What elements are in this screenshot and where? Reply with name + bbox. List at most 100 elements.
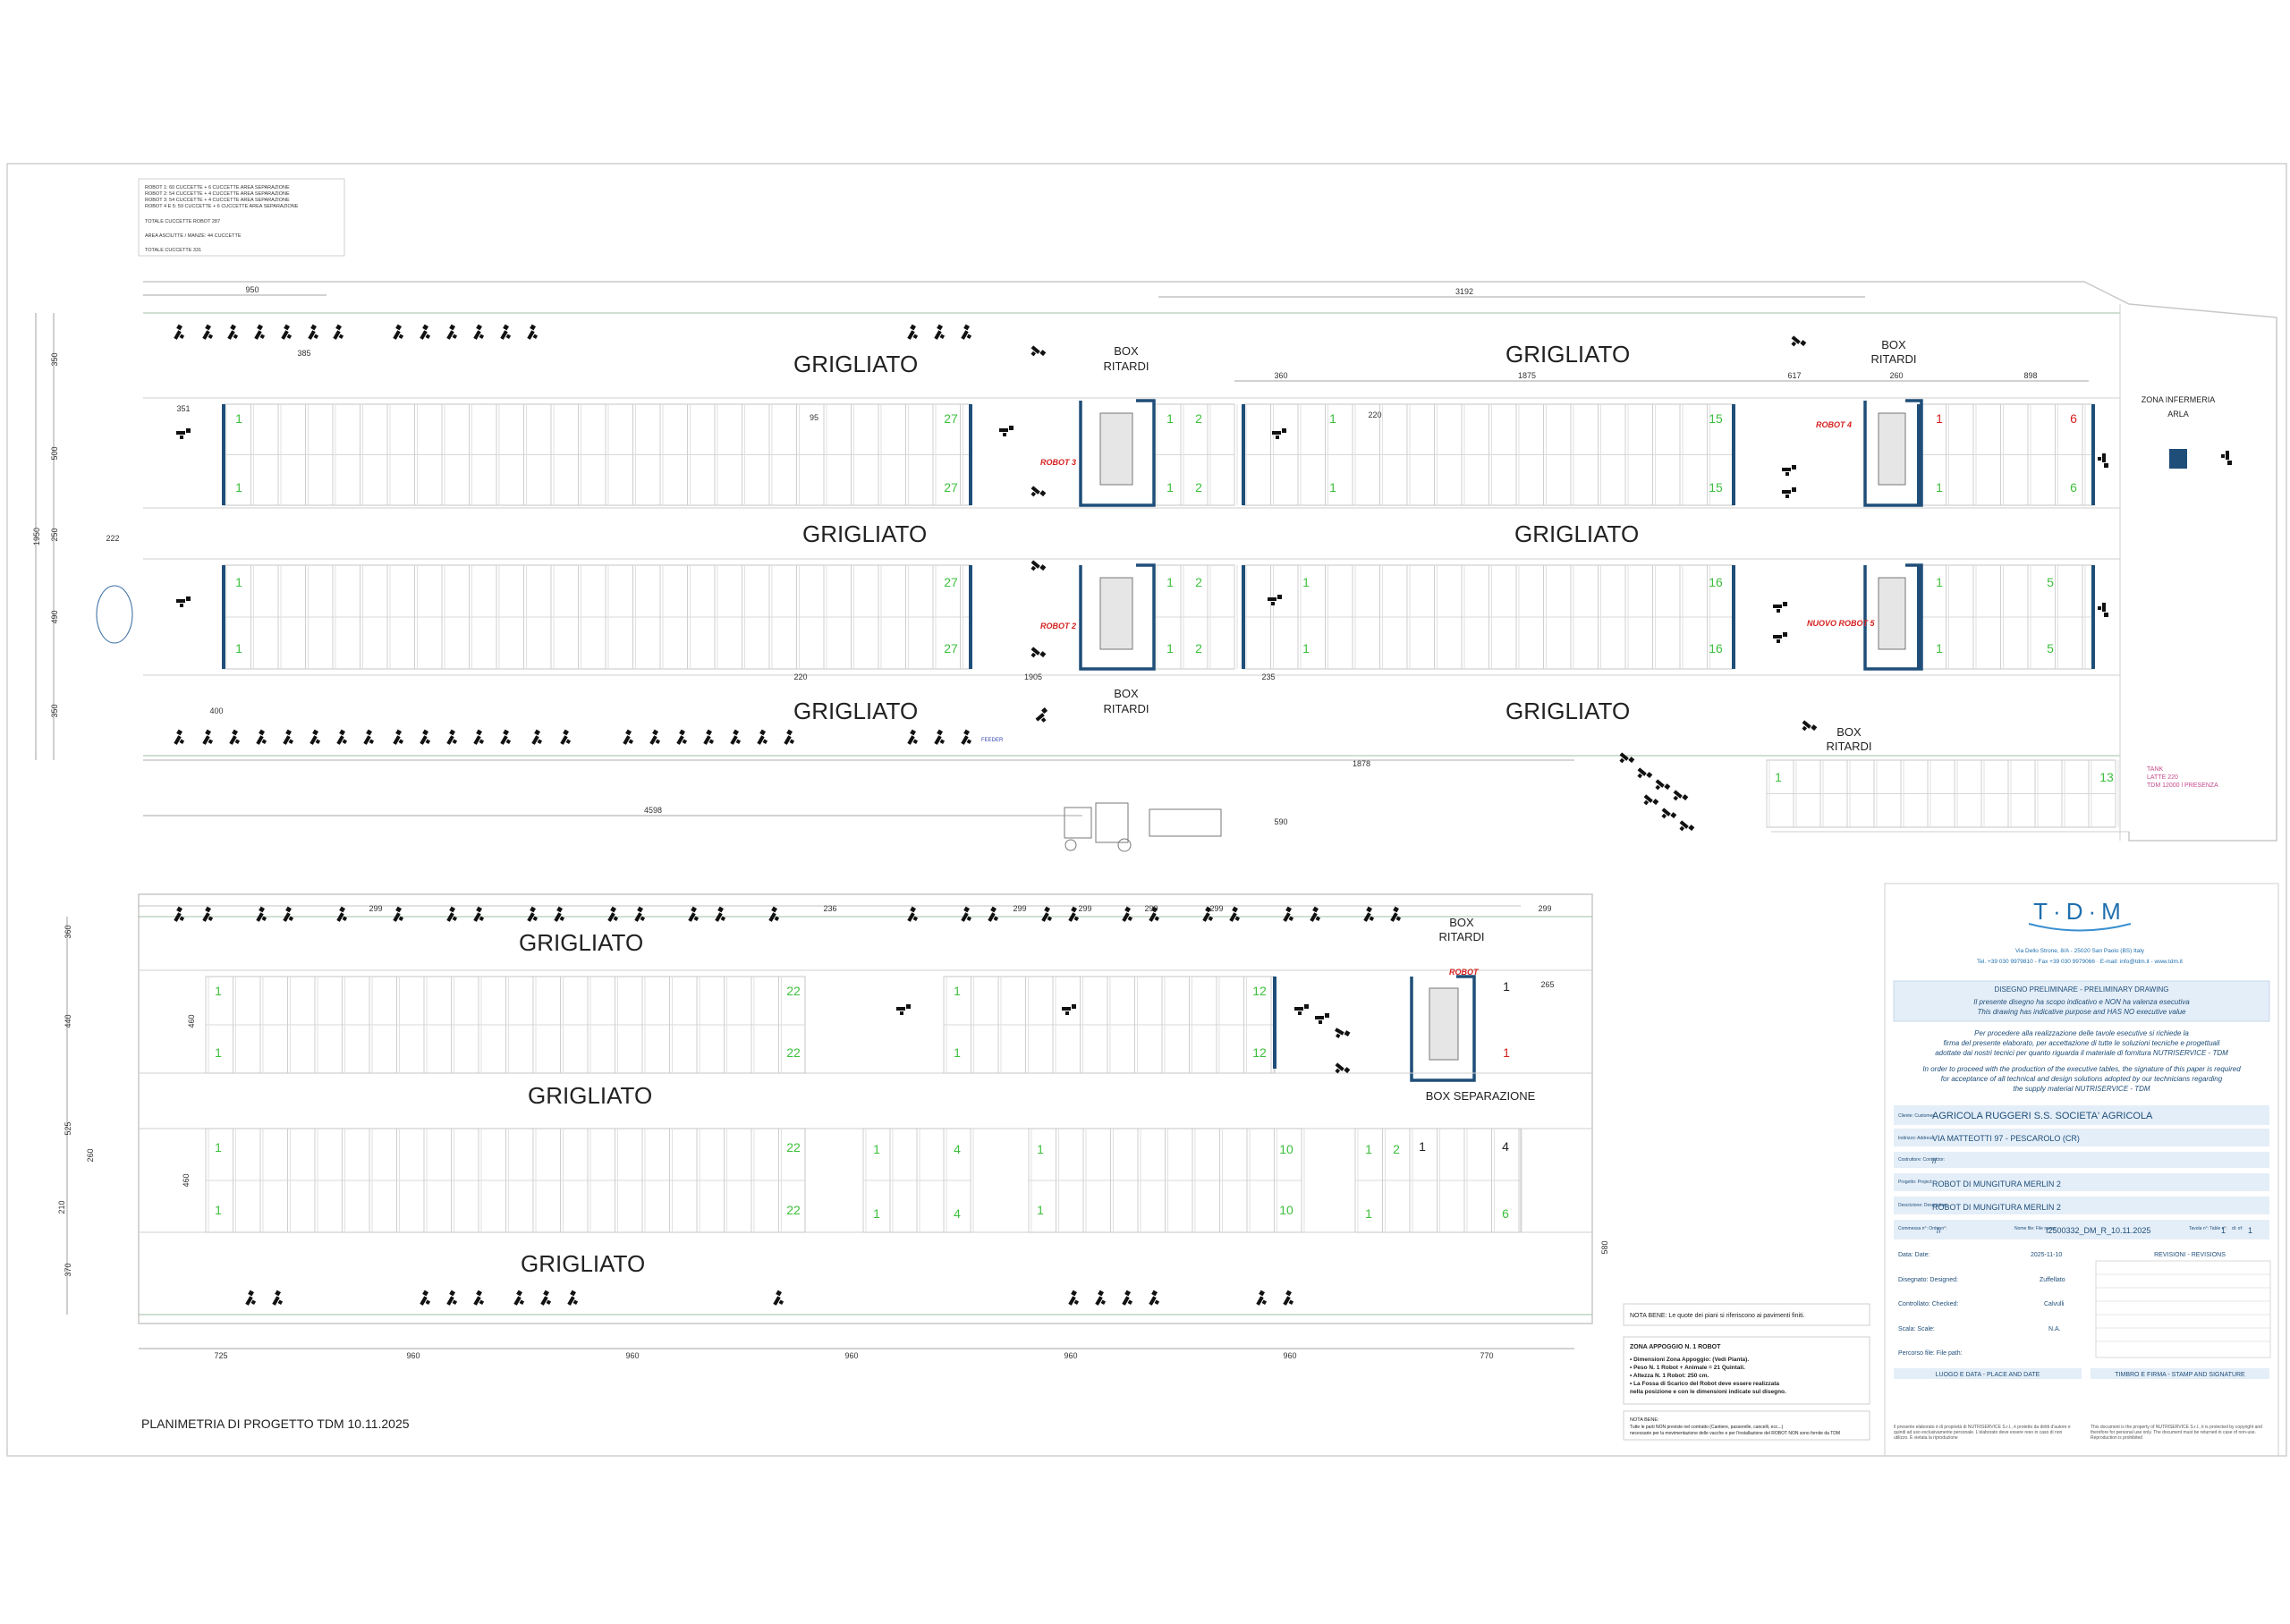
tank-outline xyxy=(96,585,133,644)
grigliato-labels: GRIGLIATO GRIGLIATO GRIGLIATO GRIGLIATO … xyxy=(519,341,1639,1277)
tdm-logo: T·D·M xyxy=(2033,898,2126,925)
count: 1 xyxy=(235,480,242,495)
cow-icon xyxy=(1030,560,1047,571)
note-line: ROBOT 1: 60 CUCCETTE + 6 CUCCETTE AREA S… xyxy=(145,185,290,190)
dim: 950 xyxy=(245,285,259,294)
count: 1 xyxy=(215,1203,222,1217)
scala: N.A. xyxy=(2048,1326,2061,1332)
count: 27 xyxy=(944,641,958,656)
count: 22 xyxy=(786,1203,801,1217)
commessa: // xyxy=(1937,1226,1942,1235)
dim: 400 xyxy=(209,706,223,715)
note-line: ROBOT 2: 54 CUCCETTE + 4 CUCCETTE AREA S… xyxy=(145,191,290,197)
dim: 299 xyxy=(369,904,382,913)
exec-en: the supply material NUTRISERVICE - TDM xyxy=(2013,1085,2150,1093)
field-label: Descrizione: Description: xyxy=(1898,1203,1947,1208)
arla-label: ARLA xyxy=(2167,410,2189,419)
dim: 3192 xyxy=(1455,287,1473,296)
count: 4 xyxy=(954,1142,961,1156)
dim: 235 xyxy=(1261,672,1275,681)
count: 1 xyxy=(873,1206,880,1221)
cow-icon xyxy=(554,906,565,922)
sheet-border xyxy=(6,163,2287,1457)
stall-row xyxy=(1766,759,2119,828)
cow-icon xyxy=(1256,1290,1268,1306)
cow-icon xyxy=(333,324,344,340)
box-ritardi-label: RITARDI xyxy=(1870,352,1916,366)
grigliato-label: GRIGLIATO xyxy=(519,929,643,956)
cow-icon xyxy=(283,906,294,922)
count: 1 xyxy=(1503,979,1510,994)
field-label: Indirizzo: Address: xyxy=(1898,1136,1935,1141)
cow-icon xyxy=(176,596,191,607)
cow-icon xyxy=(1035,707,1048,723)
cow-icon xyxy=(1062,1004,1076,1015)
count: 1 xyxy=(1166,480,1174,495)
count: 2 xyxy=(1195,411,1202,426)
robot-units xyxy=(1099,412,1906,1061)
count: 22 xyxy=(786,1140,801,1155)
di: 1 xyxy=(2248,1226,2252,1235)
cow-icon xyxy=(688,906,700,922)
grigliato-label: GRIGLIATO xyxy=(793,698,918,724)
cow-icon xyxy=(1122,1290,1133,1306)
file-name: I2500332_DM_R_10.11.2025 xyxy=(2046,1226,2150,1235)
robot-label: NUOVO ROBOT 5 xyxy=(1807,619,1876,628)
dim: 725 xyxy=(214,1351,227,1360)
cow-icon xyxy=(500,729,512,745)
note-line: ROBOT 4 E 5: 59 CUCCETTE + 6 CUCCETTE AR… xyxy=(145,204,299,209)
cow-icon xyxy=(730,729,742,745)
prelim-title: DISEGNO PRELIMINARE - PRELIMINARY DRAWIN… xyxy=(1995,985,2169,994)
dim: 360 xyxy=(64,925,72,938)
grigliato-label: GRIGLIATO xyxy=(802,520,927,547)
cow-icon xyxy=(446,1290,458,1306)
stall-row xyxy=(862,1128,974,1233)
cow-icon xyxy=(420,1290,431,1306)
nota-bene-2-line: necessarie per la movimentazione delle v… xyxy=(1630,1431,1840,1436)
separation-stalls xyxy=(1766,759,2119,828)
stall-row xyxy=(223,403,971,506)
dim: 250 xyxy=(50,528,59,541)
cow-icon xyxy=(1149,1290,1160,1306)
cow-icon xyxy=(907,729,919,745)
count: 12 xyxy=(1252,1045,1267,1060)
count: 2 xyxy=(1195,480,1202,495)
cow-icon xyxy=(174,906,185,922)
dim: 350 xyxy=(50,704,59,717)
count: 6 xyxy=(2070,480,2077,495)
count: 1 xyxy=(1936,480,1943,495)
cow-icon xyxy=(473,729,485,745)
cow-icon xyxy=(446,324,458,340)
cow-icon xyxy=(961,729,972,745)
cow-icon xyxy=(1773,602,1787,613)
tractor-icon xyxy=(1064,802,1222,852)
cow-icon xyxy=(363,729,375,745)
count: 1 xyxy=(1037,1203,1044,1217)
cow-icon xyxy=(1294,1004,1309,1015)
grigliato-label: GRIGLIATO xyxy=(1514,520,1639,547)
cow-icon xyxy=(513,1290,525,1306)
cow-icon xyxy=(1030,345,1047,357)
infermeria-marker xyxy=(2169,449,2187,469)
field-label: Disegnato: Designed: xyxy=(1898,1277,1958,1283)
dim: 385 xyxy=(297,349,310,358)
dim: 1905 xyxy=(1024,672,1042,681)
box-ritardi-label: BOX xyxy=(1881,338,1906,351)
grigliato-label: GRIGLIATO xyxy=(1505,698,1630,724)
count: 1 xyxy=(215,1140,222,1155)
count: 1 xyxy=(1936,641,1943,656)
field-label: Nome file: File name: xyxy=(2014,1226,2057,1231)
tdm-address: Via Dello Strone, 8/A - 25020 San Paolo … xyxy=(2015,948,2145,954)
cow-icon xyxy=(703,729,715,745)
count: 1 xyxy=(1302,575,1310,589)
stall-row xyxy=(1918,403,2094,506)
zona-infermeria-label: ZONA INFERMERIA xyxy=(2142,395,2216,404)
cow-icon xyxy=(934,324,946,340)
cow-icon xyxy=(202,906,214,922)
cow-icon xyxy=(202,729,214,745)
cow-icon xyxy=(229,729,241,745)
dim: 898 xyxy=(2023,371,2037,380)
count: 5 xyxy=(2047,641,2054,656)
cow-icon xyxy=(649,729,661,745)
